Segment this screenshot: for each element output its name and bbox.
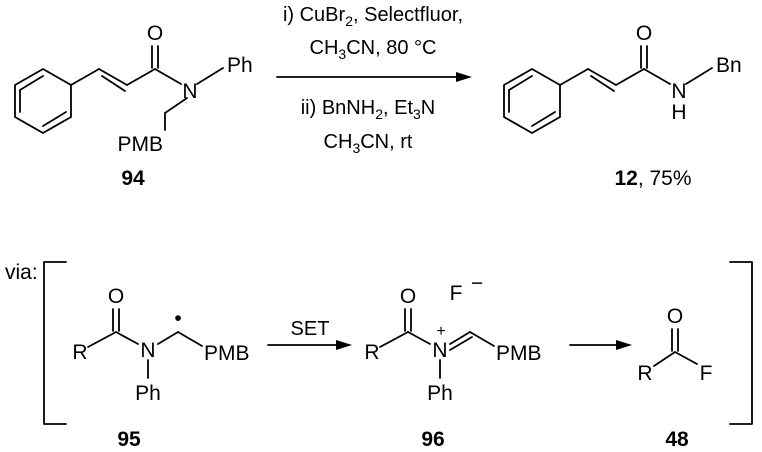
acyl-fluoride-48-structure: O R F	[637, 305, 712, 385]
product-chain-bonds	[559, 45, 713, 92]
intermediate-95-pmb: PMB	[204, 342, 250, 365]
intermediate-95-r-group: R	[72, 341, 87, 364]
right-bracket	[729, 261, 753, 425]
compound-48-label: 48	[665, 428, 689, 451]
reactant-phenyl-ring	[14, 68, 72, 134]
intermediate-96-pmb: PMB	[496, 342, 542, 365]
compound-12-label: 12, 75%	[614, 167, 691, 190]
via-label: via:	[5, 261, 38, 284]
product-arrow	[569, 340, 632, 350]
reactant-carbonyl-oxygen: O	[147, 22, 163, 45]
compound-94-label: 94	[121, 167, 145, 190]
intermediate-95-radical-dot: •	[174, 307, 181, 330]
intermediate-96-positive-charge: +	[436, 323, 445, 340]
intermediate-95-phenyl: Ph	[135, 382, 161, 405]
intermediate-95-structure: O R N • Ph PMB	[72, 285, 249, 405]
acyl-fluoride-fluorine: F	[700, 362, 713, 385]
intermediate-96-carbonyl-oxygen: O	[400, 285, 416, 308]
intermediate-96-phenyl: Ph	[427, 382, 453, 405]
reactant-pmb-label: PMB	[117, 133, 163, 156]
reactant-phenyl-label: Ph	[227, 54, 253, 77]
product-carbonyl-oxygen: O	[636, 22, 652, 45]
intermediate-95-nitrogen: N	[140, 339, 155, 362]
compound-95-label: 95	[117, 428, 141, 451]
acyl-fluoride-oxygen: O	[667, 305, 683, 328]
product-amide-nitrogen: N	[671, 80, 686, 103]
condition-step2-solvent: CH3CN, rt	[324, 131, 413, 156]
reactant-amide-nitrogen: N	[182, 80, 197, 103]
set-label: SET	[291, 318, 330, 340]
left-bracket	[43, 261, 67, 425]
fluoride-counterion: F	[450, 282, 463, 305]
fluoride-negative-charge: −	[471, 272, 483, 295]
intermediate-96-structure: O R N + Ph PMB F −	[364, 272, 541, 405]
condition-step1-solvent: CH3CN, 80 °C	[310, 37, 437, 62]
product-amide-hydrogen: H	[671, 101, 686, 124]
intermediate-95-carbonyl-oxygen: O	[108, 285, 124, 308]
set-arrow	[267, 340, 352, 350]
product-phenyl-ring	[503, 68, 561, 134]
product-benzyl-label: Bn	[716, 54, 742, 77]
product-12-structure: O N H Bn	[503, 22, 742, 134]
acyl-fluoride-r-group: R	[637, 362, 652, 385]
reaction-arrow	[276, 72, 472, 82]
intermediate-96-iminium-nitrogen: N	[432, 339, 447, 362]
intermediate-96-r-group: R	[364, 341, 379, 364]
condition-step2: ii) BnNH2, Et3N	[301, 97, 436, 122]
reactant-chain-bonds	[70, 45, 224, 131]
condition-step1: i) CuBr2, Selectfluor,	[283, 4, 463, 29]
reactant-94-structure: O N Ph PMB	[14, 22, 253, 156]
compound-96-label: 96	[421, 428, 444, 451]
